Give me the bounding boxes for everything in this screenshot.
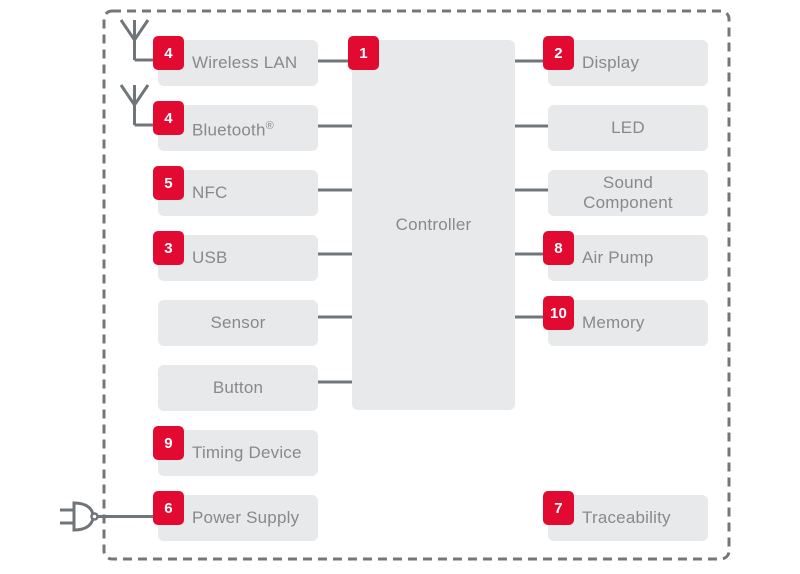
left-connector-lines (318, 59, 352, 384)
dashed-border (102, 9, 731, 561)
timing-device-label: Timing Device (192, 443, 302, 462)
right-connector-lines (515, 59, 548, 319)
block-traceability: 7 Traceability (543, 491, 708, 541)
block-nfc: 5 NFC (153, 166, 318, 216)
block-button: Button (158, 365, 318, 411)
badge-controller: 1 (348, 36, 379, 70)
sound-component-label: Sound Component (583, 173, 673, 212)
badge-power-supply: 6 (153, 491, 184, 525)
badge-display: 2 (543, 36, 574, 70)
bluetooth-label-text: Bluetooth (192, 120, 266, 140)
block-timing-device: 9 Timing Device (153, 426, 318, 476)
badge-usb: 3 (153, 231, 184, 265)
badge-bluetooth: 4 (153, 101, 184, 135)
block-sensor: Sensor (158, 300, 318, 346)
air-pump-label: Air Pump (582, 248, 654, 267)
usb-label: USB (192, 248, 228, 267)
block-power-supply: 6 Power Supply (153, 491, 318, 541)
block-led: LED (548, 105, 708, 151)
block-memory: 10 Memory (543, 296, 708, 346)
badge-memory: 10 (543, 296, 575, 330)
nfc-label: NFC (192, 183, 228, 202)
block-display: 2 Display (543, 36, 708, 86)
bluetooth-label: Bluetooth® (192, 116, 274, 141)
block-wireless-lan: 4 Wireless LAN (153, 36, 318, 86)
block-sound-component: Sound Component (548, 170, 708, 216)
block-usb: 3 USB (153, 231, 318, 281)
traceability-label: Traceability (582, 508, 671, 527)
memory-label: Memory (582, 313, 645, 332)
badge-air-pump: 8 (543, 231, 574, 265)
badge-wireless-lan: 4 (153, 36, 184, 70)
block-air-pump: 8 Air Pump (543, 231, 708, 281)
sensor-label: Sensor (210, 313, 266, 332)
wireless-lan-label: Wireless LAN (192, 53, 298, 72)
badge-timing-device: 9 (153, 426, 184, 460)
block-controller: 1 Controller (348, 36, 515, 410)
badge-traceability: 7 (543, 491, 574, 525)
button-label: Button (212, 378, 264, 397)
led-label: LED (611, 118, 645, 137)
registered-mark: ® (265, 119, 274, 132)
display-label: Display (582, 53, 640, 72)
power-supply-label: Power Supply (192, 508, 300, 527)
block-bluetooth: 4 Bluetooth® (153, 101, 318, 151)
badge-nfc: 5 (153, 166, 184, 200)
power-plug-icon (60, 501, 160, 532)
controller-label: Controller (395, 215, 472, 234)
